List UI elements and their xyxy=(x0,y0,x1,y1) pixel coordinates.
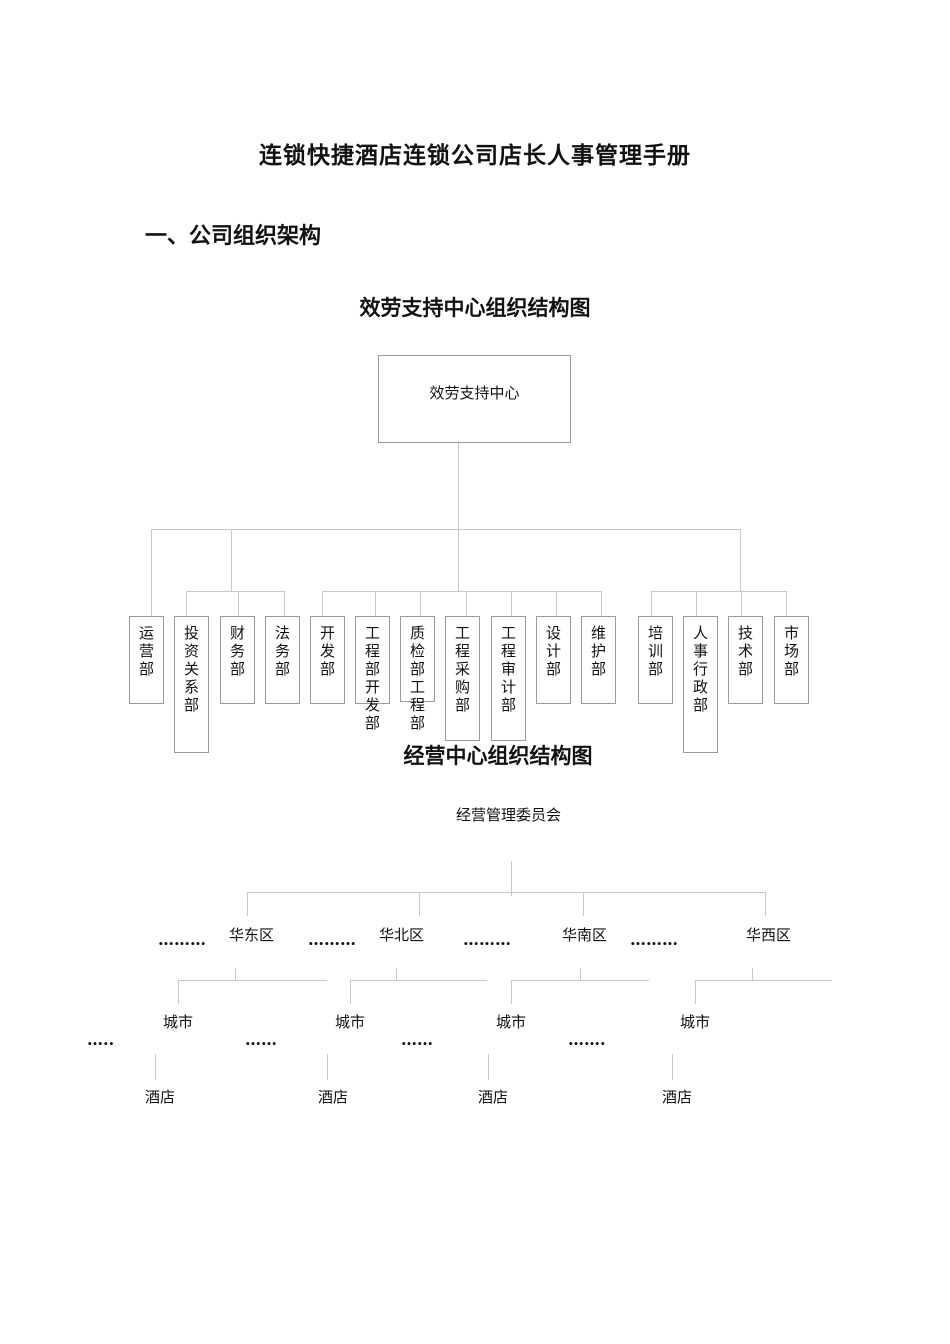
connector xyxy=(466,591,467,616)
department-box: 设计部 xyxy=(536,616,571,704)
department-box: 运营部 xyxy=(129,616,164,704)
ellipsis-dots: …… xyxy=(245,1030,277,1049)
connector xyxy=(350,980,351,1004)
department-box: 市场部 xyxy=(774,616,809,704)
connector xyxy=(458,443,459,530)
city-node: 城市 xyxy=(163,1013,194,1031)
connector xyxy=(740,529,741,591)
connector xyxy=(186,591,187,616)
city-node: 城市 xyxy=(335,1013,366,1031)
connector xyxy=(327,1054,328,1080)
region-node: 华东区 xyxy=(229,926,275,944)
connector xyxy=(511,591,512,616)
connector xyxy=(583,892,584,916)
connector xyxy=(322,591,323,616)
connector xyxy=(155,1054,156,1080)
department-box: 开发部 xyxy=(310,616,345,704)
department-box: 技术部 xyxy=(728,616,763,704)
connector xyxy=(151,529,152,616)
connector xyxy=(695,980,696,1004)
support-root-node: 效劳支持中心 xyxy=(378,355,571,443)
connector xyxy=(511,980,649,981)
connector xyxy=(186,591,284,592)
connector xyxy=(765,892,766,916)
connector xyxy=(420,591,421,616)
department-box: 工程审计部 xyxy=(491,616,526,741)
connector xyxy=(238,591,239,616)
section-heading: 一、公司组织架构 xyxy=(145,223,322,249)
connector xyxy=(396,968,397,980)
department-box: 人事行政部 xyxy=(683,616,718,753)
department-box: 工程部开发部 xyxy=(355,616,390,732)
ellipsis-dots: …… xyxy=(401,1030,433,1049)
document-title: 连锁快捷酒店连锁公司店长人事管理手册 xyxy=(259,142,691,169)
ellipsis-dots: ……… xyxy=(308,930,356,949)
connector xyxy=(350,980,487,981)
connector xyxy=(178,980,179,1004)
connector xyxy=(511,861,512,896)
connector xyxy=(151,529,741,530)
region-node: 华西区 xyxy=(746,926,792,944)
connector xyxy=(580,968,581,980)
hotel-node: 酒店 xyxy=(145,1088,176,1106)
connector xyxy=(419,892,420,916)
region-node: 华北区 xyxy=(379,926,425,944)
ellipsis-dots: ……… xyxy=(463,930,511,949)
department-box: 财务部 xyxy=(220,616,255,704)
connector xyxy=(375,591,376,616)
connector xyxy=(322,591,602,592)
connector xyxy=(488,1054,489,1080)
connector xyxy=(786,591,787,616)
connector xyxy=(235,968,236,980)
connector xyxy=(696,591,697,616)
connector xyxy=(651,591,652,616)
connector xyxy=(752,968,753,980)
department-box: 培训部 xyxy=(638,616,673,704)
department-box: 法务部 xyxy=(265,616,300,704)
connector xyxy=(247,892,248,916)
department-box: 质检部工程部 xyxy=(400,616,435,732)
department-box: 维护部 xyxy=(581,616,616,704)
department-box: 工程采购部 xyxy=(445,616,480,741)
support-chart-title: 效劳支持中心组织结构图 xyxy=(359,295,591,320)
connector xyxy=(284,591,285,616)
connector xyxy=(741,591,742,616)
connector xyxy=(695,980,832,981)
hotel-node: 酒店 xyxy=(478,1088,509,1106)
hotel-node: 酒店 xyxy=(662,1088,693,1106)
connector xyxy=(651,591,787,592)
connector xyxy=(458,529,459,591)
connector xyxy=(601,591,602,616)
ellipsis-dots: ……. xyxy=(568,1030,606,1049)
connector xyxy=(247,892,765,893)
region-node: 华南区 xyxy=(562,926,608,944)
operations-root-node: 经营管理委员会 xyxy=(456,806,562,824)
connector xyxy=(231,529,232,591)
city-node: 城市 xyxy=(680,1013,711,1031)
department-box: 投资关系部 xyxy=(174,616,209,753)
connector xyxy=(556,591,557,616)
connector xyxy=(178,980,327,981)
ellipsis-dots: ….. xyxy=(87,1030,115,1049)
operations-chart-title: 经营中心组织结构图 xyxy=(403,743,593,768)
ellipsis-dots: ……… xyxy=(158,930,206,949)
connector xyxy=(511,980,512,1004)
connector xyxy=(672,1054,673,1080)
hotel-node: 酒店 xyxy=(318,1088,349,1106)
city-node: 城市 xyxy=(496,1013,527,1031)
ellipsis-dots: ……… xyxy=(630,930,678,949)
